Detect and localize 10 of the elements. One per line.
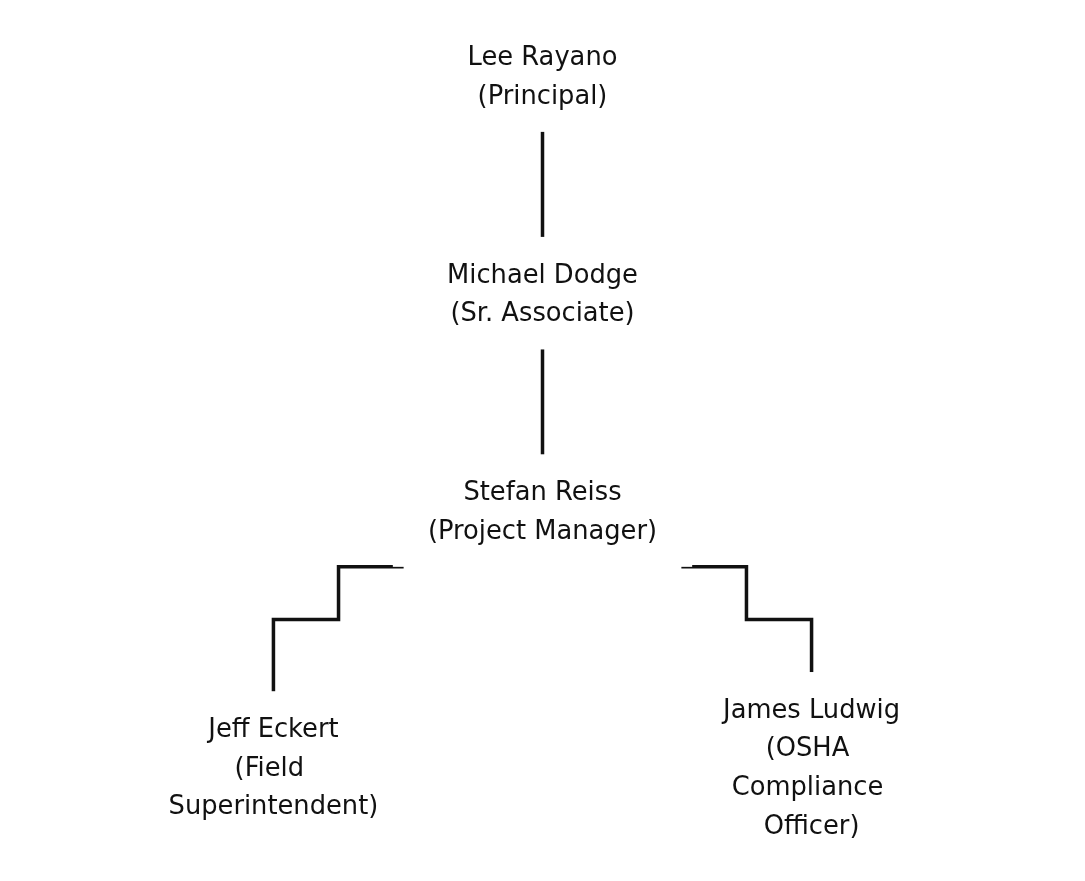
node-text: James Ludwig (OSHA Compliance Officer) (723, 694, 901, 840)
connector (681, 565, 814, 674)
org-chart: Lee Rayano (Principal) Michael Dodge (Sr. Associate) Stefan Reiss (Project Manager) Jeff Eckert (Field Superintendent) James Ludwig (OSHA Compliance Officer) (112, 10, 973, 871)
node-text: Lee Rayano (Principal) (467, 41, 618, 110)
node-text: Stefan Reiss (Project Manager) (427, 476, 658, 545)
connector (540, 129, 545, 239)
node-text: Michael Dodge (Sr. Associate) (447, 259, 638, 328)
connector (271, 565, 404, 694)
connector (540, 347, 545, 457)
node-text: Jeff Eckert (Field Superintendent) (168, 713, 379, 821)
